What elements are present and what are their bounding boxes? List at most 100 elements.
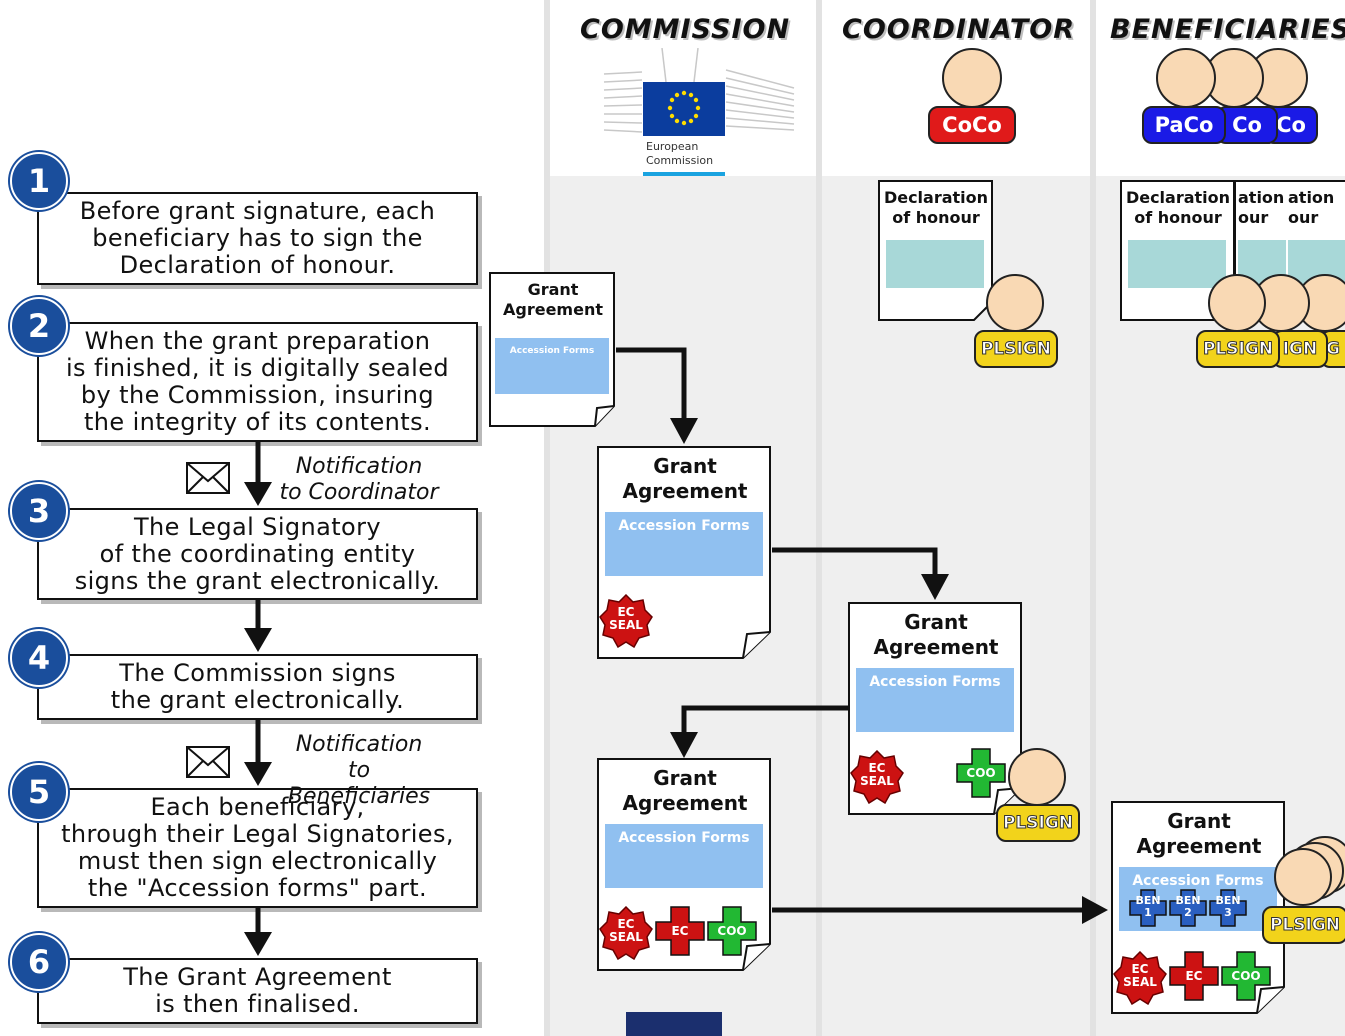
step-text: When the grant preparation is finished, … <box>65 327 449 436</box>
logo-text-line1: European <box>646 140 699 153</box>
ec-seal-icon: EC SEAL <box>1113 950 1167 1006</box>
ec-seal-icon: EC SEAL <box>850 749 904 805</box>
person-head <box>942 48 1002 108</box>
step-number-4: 4 <box>10 629 68 687</box>
accession-forms-panel: Accession Forms <box>856 668 1014 732</box>
grant-agreement-doc-2: Grant Agreement Accession Forms EC SEAL <box>597 446 773 660</box>
ec-seal-label: EC SEAL <box>609 917 643 944</box>
doc-title: Grant Agreement <box>622 454 748 503</box>
coordinator-signatory: PLSIGN <box>974 274 1058 368</box>
notification-to-beneficiaries: Notification to Beneficiaries <box>287 732 431 809</box>
ec-label: EC <box>671 924 689 938</box>
ec-seal-label: EC SEAL <box>609 605 643 632</box>
beneficiary-signatories-doc5: PLSIGN <box>1262 836 1345 944</box>
grant-agreement-doc-1: Grant Agreement Accession Forms <box>489 272 617 428</box>
step-arrowhead <box>244 482 272 506</box>
co-badge: Co <box>1216 106 1278 144</box>
step-box-4: The Commission signs the grant electroni… <box>37 654 478 720</box>
step-arrowhead <box>244 762 272 786</box>
grant-agreement-doc-4: Grant Agreement Accession Forms EC SEAL … <box>597 758 773 972</box>
envelope-icon <box>186 746 230 778</box>
coo-label: COO <box>966 766 996 780</box>
doc-title: Grant Agreement <box>622 766 748 815</box>
accession-forms-label: Accession Forms <box>869 674 1001 690</box>
step-number-6: 6 <box>10 933 68 991</box>
step-box-1: Before grant signature, each beneficiary… <box>37 192 478 285</box>
european-commission-logo: European Commission <box>602 48 796 176</box>
doc-title: Grant Agreement <box>503 280 603 319</box>
commission-lane-footer-block <box>626 1012 722 1036</box>
step-arrowhead <box>244 932 272 956</box>
ben-label: BEN 2 <box>1175 894 1201 919</box>
accession-forms-label: Accession Forms <box>1132 873 1264 889</box>
envelope-icon <box>186 462 230 494</box>
step-text: Each beneficiary, through their Legal Si… <box>61 793 454 902</box>
lane-divider <box>544 0 550 1036</box>
step-number-1: 1 <box>10 152 68 210</box>
lane-divider <box>1090 0 1096 1036</box>
coordinator-avatar: CoCo <box>928 48 1016 148</box>
ec-signature-icon: EC <box>1169 951 1219 1001</box>
declaration-panel <box>886 240 984 288</box>
step-number-3: 3 <box>10 482 68 540</box>
ben-signature-icon: BEN 1 <box>1129 889 1167 927</box>
lane-title-coordinator: COORDINATOR <box>842 14 1076 45</box>
grant-agreement-doc-3: Grant Agreement Accession Forms EC SEAL … <box>848 602 1024 816</box>
coo-signature-icon: COO <box>707 906 757 956</box>
step-arrowhead <box>244 628 272 652</box>
step-number-2: 2 <box>10 297 68 355</box>
person-head <box>986 274 1044 332</box>
doc-title: ation our <box>1288 188 1335 227</box>
declaration-of-honour-coordinator: Declaration of honour <box>878 180 994 322</box>
plsign-badge: PLSIGN <box>1196 330 1280 368</box>
lane-title-commission: COMMISSION <box>580 14 791 45</box>
accession-forms-panel: Accession Forms <box>495 338 609 394</box>
ec-signature-icon: EC <box>655 906 705 956</box>
doc-title: Grant Agreement <box>1136 809 1262 858</box>
declaration-of-honour-beneficiary-1: Declaration of honour <box>1120 180 1236 322</box>
accession-forms-label: Accession Forms <box>509 346 595 356</box>
ben-signature-icon: BEN 2 <box>1169 889 1207 927</box>
ec-seal-label: EC SEAL <box>860 761 894 788</box>
ben-label: BEN 1 <box>1135 894 1161 919</box>
person-head <box>1008 748 1066 806</box>
step-box-2: When the grant preparation is finished, … <box>37 322 478 442</box>
accession-forms-panel: Accession Forms <box>605 512 763 576</box>
step-text: Before grant signature, each beneficiary… <box>79 197 436 279</box>
plsign-badge: IGN <box>1272 330 1328 368</box>
step-text: The Grant Agreement is then finalised. <box>123 963 392 1018</box>
step-box-3: The Legal Signatory of the coordinating … <box>37 508 478 600</box>
plsign-badge: PLSIGN <box>1262 906 1345 944</box>
person-head <box>1208 274 1266 332</box>
step-text: The Legal Signatory of the coordinating … <box>74 512 441 595</box>
coco-badge: CoCo <box>928 106 1016 144</box>
doc-title: Declaration of honour <box>1125 188 1231 227</box>
coo-label: COO <box>1231 969 1261 983</box>
doc-title: Declaration of honour <box>883 188 989 227</box>
paco-badge: PaCo <box>1142 106 1226 144</box>
coo-signature-icon: COO <box>956 748 1006 798</box>
ec-seal-label: EC SEAL <box>1123 962 1157 989</box>
plsign-badge: PLSIGN <box>996 804 1080 842</box>
person-head <box>1274 848 1332 906</box>
ben-label: BEN 3 <box>1215 894 1241 919</box>
notification-to-coordinator: Notification to Coordinator <box>279 454 439 505</box>
accession-forms-label: Accession Forms <box>618 518 750 534</box>
declaration-panel <box>1128 240 1226 288</box>
coo-signature-icon: COO <box>1221 951 1271 1001</box>
grant-agreement-doc-5: Grant Agreement Accession Forms BEN 1 BE… <box>1111 801 1287 1015</box>
step-box-5: Each beneficiary, through their Legal Si… <box>37 788 478 908</box>
ec-seal-icon: EC SEAL <box>599 905 653 961</box>
accession-forms-label: Accession Forms <box>618 830 750 846</box>
step-box-6: The Grant Agreement is then finalised. <box>37 958 478 1024</box>
beneficiary-avatars: Co Co PaCo <box>1142 48 1345 148</box>
lane-title-beneficiaries: BENEFICIARIES <box>1110 14 1345 45</box>
step-text: The Commission signs the grant electroni… <box>110 659 405 714</box>
step-number-5: 5 <box>10 763 68 821</box>
accession-forms-panel: Accession Forms <box>605 824 763 888</box>
lane-divider <box>816 0 822 1036</box>
ec-label: EC <box>1185 969 1203 983</box>
commission-building-icon <box>603 48 795 176</box>
plsign-badge: PLSIGN <box>974 330 1058 368</box>
beneficiary-signatories: G IGN PLSIGN <box>1196 274 1345 368</box>
